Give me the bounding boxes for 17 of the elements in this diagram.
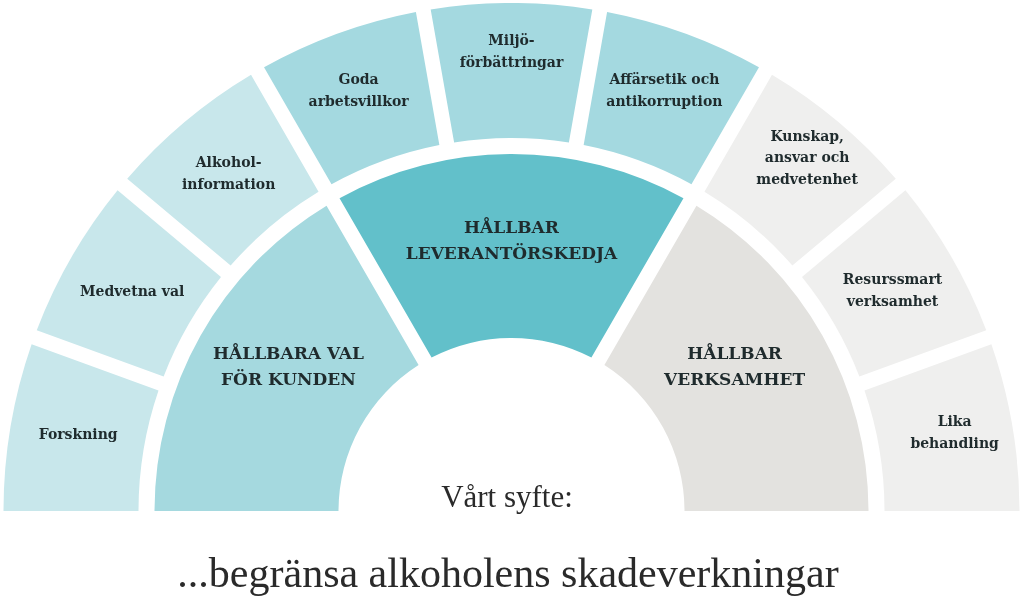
sector-label: HÅLLBAR VERKSAMHET xyxy=(663,341,807,392)
outer-ring-segment xyxy=(864,344,1020,511)
segment-label: Medvetna val xyxy=(79,282,186,302)
segment-label: Goda arbetsvillkor xyxy=(308,70,410,111)
segment-label: Resurssmart verksamhet xyxy=(842,270,944,311)
segment-label: Miljö-förbättringar xyxy=(459,31,564,72)
sector-label: HÅLLBARA VAL FÖR KUNDEN xyxy=(212,341,365,392)
segment-label: Forskning xyxy=(38,424,119,444)
outer-ring-segment xyxy=(430,3,593,143)
purpose-statement: ...begränsa alkoholens skadeverkningar xyxy=(177,548,839,596)
segment-label: Alkohol-information xyxy=(181,153,277,194)
segment-label: Kunskap, ansvar och medvetenhet xyxy=(755,127,859,190)
outer-ring-segment xyxy=(3,344,159,511)
purpose-heading: Vårt syfte: xyxy=(441,479,573,515)
segment-label: Lika behandling xyxy=(909,412,1000,453)
segment-label: Affärsetik och antikorruption xyxy=(605,70,724,111)
sector-label: HÅLLBAR LEVERANTÖRSKEDJA xyxy=(405,215,618,265)
